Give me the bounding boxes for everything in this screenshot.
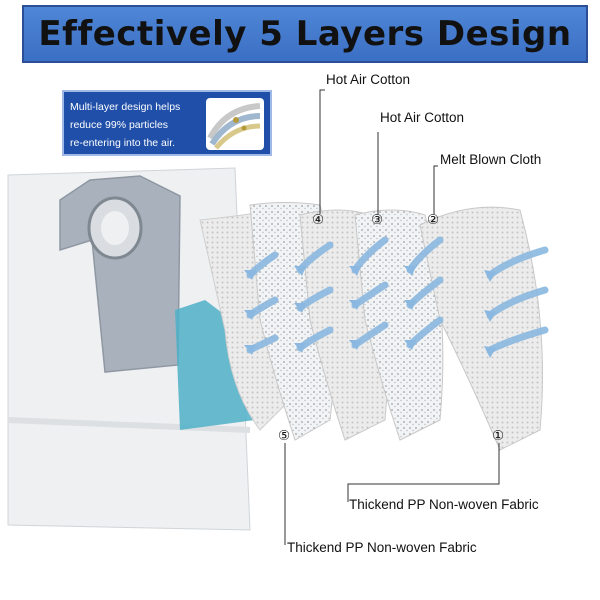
layer-1-number: ①: [492, 428, 505, 444]
layers-thumbnail-image: [206, 98, 264, 150]
layer-3-number: ③: [371, 212, 384, 228]
layer-1-label: Thickend PP Non-woven Fabric: [349, 497, 539, 512]
layer-5-number: ⑤: [278, 428, 291, 444]
layer-2-label: Melt Blown Cloth: [440, 152, 542, 167]
layer-2-number: ②: [427, 212, 440, 228]
title-banner: Effectively 5 Layers Design: [22, 5, 588, 63]
layer-2: [354, 209, 444, 441]
layer-4-number: ④: [312, 212, 325, 228]
info-line-3: re-entering into the air.: [70, 137, 176, 149]
page-title: Effectively 5 Layers Design: [38, 14, 572, 54]
callout-lines: [284, 89, 500, 545]
layer-4-label: Hot Air Cotton: [326, 72, 411, 87]
info-box: Multi-layer design helps reduce 99% part…: [62, 90, 272, 156]
info-line-1: Multi-layer design helps: [70, 101, 181, 113]
layer-1: [419, 206, 543, 451]
layer-3-label: Hot Air Cotton: [380, 110, 465, 125]
info-line-2: reduce 99% particles: [70, 119, 169, 131]
layer-5-label: Thickend PP Non-woven Fabric: [287, 540, 477, 555]
info-text: Multi-layer design helps reduce 99% part…: [70, 98, 205, 152]
